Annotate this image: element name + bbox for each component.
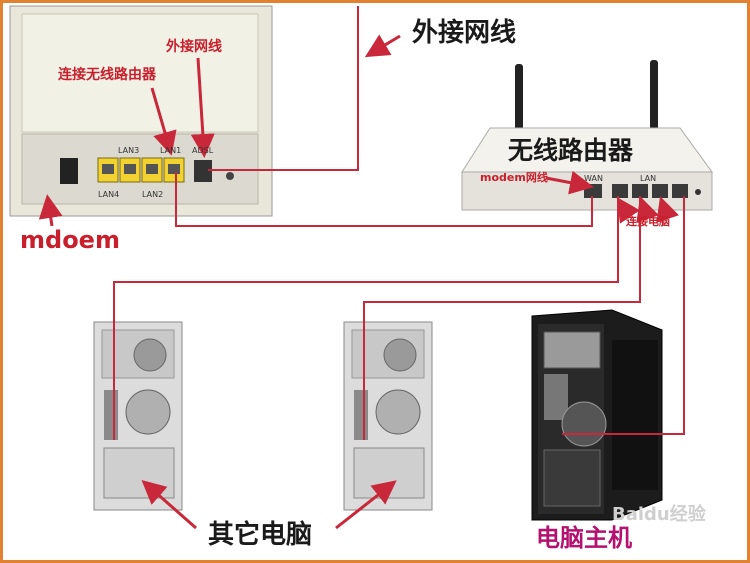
router-lan-label: LAN bbox=[640, 174, 657, 183]
modem-label: mdoem bbox=[20, 226, 120, 254]
inset-cable-arrow bbox=[190, 57, 215, 158]
modem-to-router-cable bbox=[175, 172, 593, 227]
external-cable-label: 外接网线 bbox=[412, 18, 517, 48]
other-pc-arrow-2 bbox=[335, 480, 397, 530]
pc-tower-2 bbox=[343, 321, 433, 511]
main-pc-tower bbox=[531, 309, 663, 521]
router-lan-arrow-3 bbox=[656, 196, 680, 223]
inset-external-cable-label: 外接网线 bbox=[166, 39, 222, 55]
router-modem-label: modem网线 bbox=[480, 171, 548, 184]
modem-power-port bbox=[60, 158, 78, 184]
modem-device bbox=[9, 5, 273, 217]
network-cables bbox=[113, 6, 685, 440]
router-lan-arrow-1 bbox=[616, 197, 640, 224]
router-antenna-left bbox=[515, 64, 523, 130]
router-to-pc2-cable bbox=[363, 196, 641, 440]
baidu-watermark: Baidu经验 bbox=[612, 504, 706, 525]
port-adsl-label: ADSL bbox=[192, 146, 214, 155]
external-cable-arrow bbox=[364, 34, 401, 58]
router-antenna-right bbox=[650, 60, 658, 130]
router-connect-pc-label: 连接电脑 bbox=[626, 215, 670, 228]
modem-adsl-port bbox=[194, 160, 212, 182]
wireless-router bbox=[461, 60, 713, 211]
connect-router-arrow bbox=[150, 87, 177, 156]
other-pc-arrow-1 bbox=[141, 480, 197, 530]
router-modem-arrow bbox=[545, 170, 594, 195]
other-pcs-label: 其它电脑 bbox=[208, 520, 313, 550]
router-to-main-pc-cable bbox=[562, 196, 685, 435]
router-to-pc1-cable bbox=[113, 196, 619, 440]
port-lan3-label: LAN3 bbox=[118, 146, 140, 155]
annotation-arrows bbox=[38, 34, 680, 530]
main-pc-label: 电脑主机 bbox=[536, 523, 632, 552]
router-lan-arrow-2 bbox=[636, 196, 660, 223]
port-lan1-label: LAN1 bbox=[160, 146, 182, 155]
port-lan4-label: LAN4 bbox=[98, 190, 120, 199]
pc-tower-1 bbox=[93, 321, 183, 511]
external-cable bbox=[208, 6, 359, 171]
connect-router-label: 连接无线路由器 bbox=[58, 67, 156, 83]
port-lan2-label: LAN2 bbox=[142, 190, 164, 199]
modem-lan-ports bbox=[97, 157, 185, 183]
modem-arrow bbox=[38, 194, 63, 227]
router-wan-label: WAN bbox=[584, 174, 603, 183]
router-title-label: 无线路由器 bbox=[508, 136, 634, 165]
